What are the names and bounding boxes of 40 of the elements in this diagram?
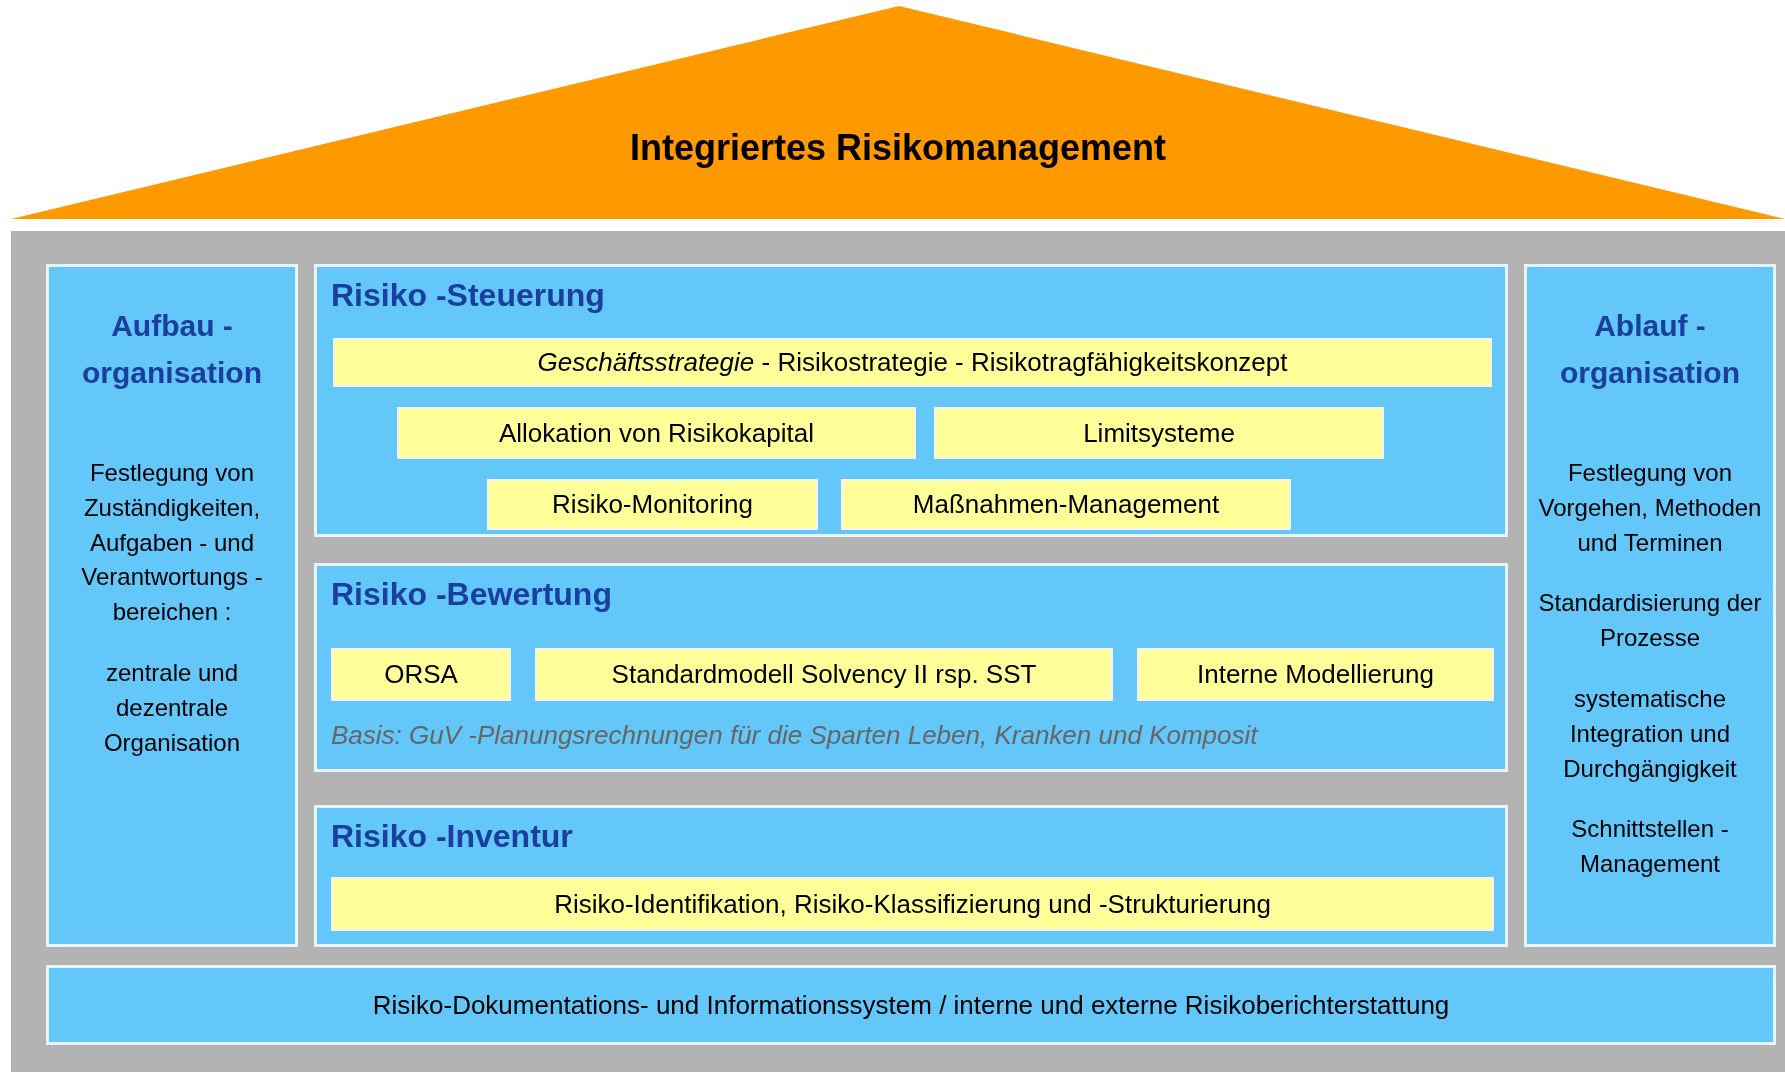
item-label: Limitsysteme	[1083, 417, 1235, 449]
panel-heading: Ablauf - organisation	[1559, 308, 1741, 391]
item-label: Risiko-Identifikation, Risiko-Klassifizierung und -Strukturierung	[554, 888, 1271, 920]
footer-bar	[46, 965, 1776, 1045]
section-heading: Risiko -Bewertung	[331, 576, 612, 613]
panel-text: Standardisierung der Prozesse	[1537, 588, 1763, 654]
item-label: Interne Modellierung	[1196, 659, 1434, 690]
item-bar	[934, 407, 1384, 459]
item-bar	[331, 648, 511, 701]
side-panel	[1524, 264, 1776, 947]
side-panel	[46, 264, 298, 947]
section-heading: Risiko -Steuerung	[331, 277, 605, 314]
section-heading: Risiko -Inventur	[331, 818, 573, 855]
panel-text: systematische Integration und Durchgängigkeit	[1562, 684, 1738, 784]
roof-title: Integriertes Risikomanagement	[629, 127, 1167, 169]
item-label: ORSA	[384, 659, 458, 690]
section-panel	[314, 264, 1508, 537]
item-label: Risiko-Monitoring	[552, 489, 753, 520]
panel-heading: Aufbau - organisation	[81, 308, 263, 391]
item-bar	[331, 877, 1494, 931]
item-bar	[397, 407, 916, 459]
item-bar	[841, 479, 1291, 530]
item-label: Standardmodell Solvency II rsp. SST	[611, 659, 1037, 690]
roof-shape	[11, 6, 1785, 219]
item-label: Risiko-Dokumentations- und Informationssystem / interne und externe Risikoberichterstattung	[372, 989, 1450, 1021]
note-text: Basis: GuV -Planungsrechnungen für die Sparten Leben, Kranken und Komposit	[331, 720, 1258, 751]
item-bar	[535, 648, 1113, 701]
panel-text: zentrale und dezentrale Organisation	[102, 658, 242, 758]
section-panel	[314, 805, 1508, 947]
item-label: Geschäftsstrategie - Risikostrategie - Risikotragfähigkeitskonzept	[537, 347, 1288, 378]
item-label: Maßnahmen-Management	[912, 489, 1220, 520]
item-bar	[487, 479, 818, 530]
section-panel	[314, 563, 1508, 772]
item-bar	[1137, 648, 1494, 701]
panel-text: Festlegung von Vorgehen, Methoden und Terminen	[1537, 458, 1763, 558]
panel-text: Festlegung von Zuständigkeiten, Aufgaben - und Verantwortungs - bereichen :	[80, 458, 264, 628]
panel-text: Schnittstellen - Management	[1570, 814, 1730, 880]
item-label: Allokation von Risikokapital	[498, 417, 814, 449]
house-body	[11, 231, 1785, 1072]
item-bar	[333, 338, 1492, 387]
